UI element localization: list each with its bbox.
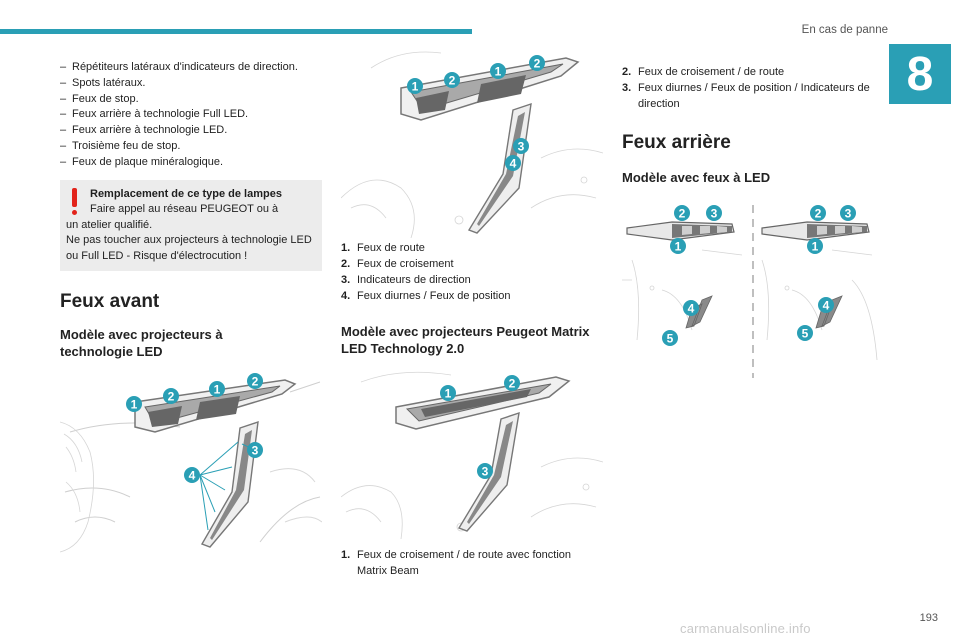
rear-led-model-heading: Modèle avec feux à LED xyxy=(622,170,771,185)
svg-text:3: 3 xyxy=(845,207,852,221)
svg-text:2: 2 xyxy=(679,207,686,221)
warning-box: Remplacement de ce type de lampes Faire … xyxy=(60,179,322,272)
bulb-type-list: Répétiteurs latéraux d'indicateurs de di… xyxy=(60,60,322,171)
legend-item: 2.Feux de croisement / de route xyxy=(622,66,785,78)
led-legend: 1.Feux de route 2.Feux de croisement 3.I… xyxy=(341,240,603,304)
callout-3: 3 xyxy=(247,442,263,459)
watermark: carmanualsonline.info xyxy=(680,621,811,636)
callout-4: 4 xyxy=(683,300,699,316)
front-lights-heading: Feux avant xyxy=(60,291,160,313)
column-3: 2.Feux de croisement / de route 3.Feux d… xyxy=(622,64,884,382)
matrix-legend-continued: 2.Feux de croisement / de route 3.Feux d… xyxy=(622,64,884,112)
callout-1: 1 xyxy=(407,78,423,94)
svg-text:2: 2 xyxy=(168,390,175,404)
callout-1: 1 xyxy=(490,63,506,79)
svg-text:4: 4 xyxy=(510,157,517,171)
svg-text:2: 2 xyxy=(534,57,541,71)
svg-text:4: 4 xyxy=(688,302,695,316)
legend-item: 4.Feux diurnes / Feux de position xyxy=(341,290,511,302)
warning-text: Faire appel au réseau PEUGEOT ou à xyxy=(90,203,279,216)
callout-2: 2 xyxy=(674,205,690,221)
callout-4: 4 xyxy=(505,155,521,171)
callout-2: 2 xyxy=(810,205,826,221)
matrix-led-headlamp-illustration: 1 2 3 xyxy=(341,367,603,539)
svg-text:2: 2 xyxy=(449,74,456,88)
callout-4: 4 xyxy=(184,467,200,484)
svg-text:4: 4 xyxy=(823,299,830,313)
svg-text:1: 1 xyxy=(445,387,452,401)
legend-item: 2.Feux de croisement xyxy=(341,258,454,270)
legend-item: 3.Feux diurnes / Feux de position / Indi… xyxy=(622,82,870,110)
list-item: Répétiteurs latéraux d'indicateurs de di… xyxy=(60,60,322,76)
callout-1: 1 xyxy=(440,385,456,401)
svg-text:1: 1 xyxy=(812,240,819,254)
svg-text:5: 5 xyxy=(802,327,809,341)
chapter-number-tab: 8 xyxy=(889,44,951,104)
header-accent-bar xyxy=(0,29,472,34)
rear-led-lights-illustration: 2 3 1 4 5 2 3 1 4 5 xyxy=(622,200,884,382)
list-item: Spots latéraux. xyxy=(60,76,322,92)
callout-3: 3 xyxy=(706,205,722,221)
list-item: Feux de stop. xyxy=(60,92,322,108)
list-item: Feux arrière à technologie LED. xyxy=(60,123,322,139)
callout-5: 5 xyxy=(797,325,813,341)
callout-2: 2 xyxy=(247,373,263,390)
column-1: Répétiteurs latéraux d'indicateurs de di… xyxy=(60,60,322,558)
callout-1: 1 xyxy=(670,238,686,254)
svg-text:3: 3 xyxy=(711,207,718,221)
callout-1: 1 xyxy=(209,381,225,398)
svg-text:2: 2 xyxy=(252,375,259,389)
callout-3: 3 xyxy=(477,463,493,479)
svg-text:4: 4 xyxy=(189,469,196,483)
column-2: 1 2 1 2 3 4 1.Feux de route 2.Feux de cr… xyxy=(341,48,603,579)
section-title: En cas de panne xyxy=(801,24,888,36)
svg-text:3: 3 xyxy=(482,465,489,479)
list-item: Feux arrière à technologie Full LED. xyxy=(60,107,322,123)
led-model-heading: Modèle avec projecteurs à technologie LE… xyxy=(60,327,223,360)
warning-title: Remplacement de ce type de lampes xyxy=(90,187,282,200)
warning-text: Ne pas toucher aux projecteurs à technol… xyxy=(66,234,312,262)
legend-item: 1.Feux de croisement / de route avec fon… xyxy=(341,549,572,577)
callout-2: 2 xyxy=(444,72,460,88)
legend-item: 1.Feux de route xyxy=(341,242,425,254)
callout-1: 1 xyxy=(807,238,823,254)
svg-text:5: 5 xyxy=(667,332,674,346)
callout-4: 4 xyxy=(818,297,834,313)
page-number: 193 xyxy=(919,612,938,624)
callout-2: 2 xyxy=(529,55,545,71)
matrix-legend: 1.Feux de croisement / de route avec fon… xyxy=(341,547,603,579)
callout-2: 2 xyxy=(504,375,520,391)
warning-icon xyxy=(71,187,79,216)
callout-3: 3 xyxy=(513,138,529,154)
front-led-headlamp-illustration: 1 2 1 2 3 4 xyxy=(60,372,322,558)
legend-item: 3.Indicateurs de direction xyxy=(341,274,471,286)
svg-text:1: 1 xyxy=(131,398,138,412)
matrix-model-heading: Modèle avec projecteurs Peugeot Matrix L… xyxy=(341,324,590,356)
svg-text:1: 1 xyxy=(412,80,419,94)
callout-1: 1 xyxy=(126,396,142,413)
front-led-headlamp-closeup-illustration: 1 2 1 2 3 4 xyxy=(341,48,603,238)
svg-text:3: 3 xyxy=(252,444,259,458)
svg-text:3: 3 xyxy=(518,140,525,154)
callout-3: 3 xyxy=(840,205,856,221)
warning-text: un atelier qualifié. xyxy=(66,218,153,231)
callout-5: 5 xyxy=(662,330,678,346)
list-item: Feux de plaque minéralogique. xyxy=(60,155,322,171)
svg-text:1: 1 xyxy=(214,383,221,397)
svg-text:1: 1 xyxy=(675,240,682,254)
callout-2: 2 xyxy=(163,388,179,405)
rear-lights-heading: Feux arrière xyxy=(622,132,731,153)
list-item: Troisième feu de stop. xyxy=(60,139,322,155)
svg-text:2: 2 xyxy=(509,377,516,391)
svg-text:2: 2 xyxy=(815,207,822,221)
svg-text:1: 1 xyxy=(495,65,502,79)
